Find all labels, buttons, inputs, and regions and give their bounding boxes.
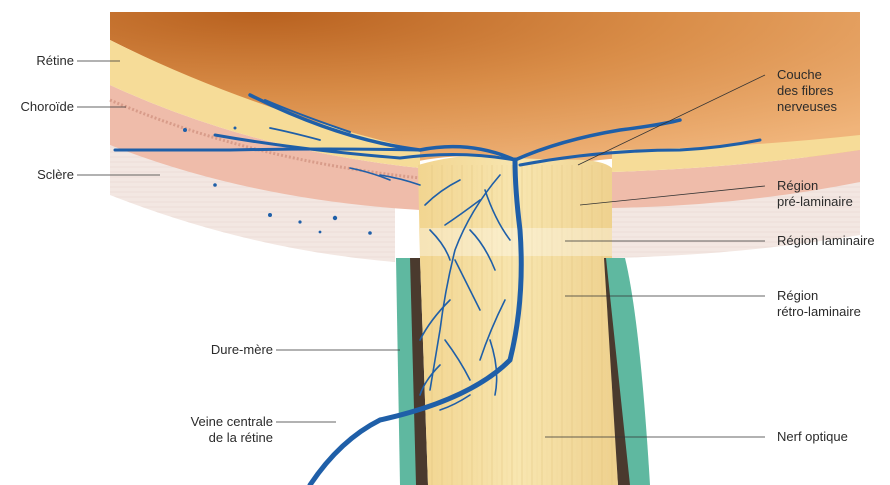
label-sclere: Sclère: [37, 167, 74, 183]
label-couche-line2: des fibres: [777, 83, 837, 99]
label-retrolaminaire: Région rétro-laminaire: [777, 288, 861, 320]
label-veine-line2: de la rétine: [191, 430, 273, 446]
label-prelam-line2: pré-laminaire: [777, 194, 853, 210]
label-retrolam-line1: Région: [777, 288, 861, 304]
label-veine-centrale: Veine centrale de la rétine: [191, 414, 273, 446]
label-nerf-optique: Nerf optique: [777, 429, 848, 445]
label-laminaire: Région laminaire: [777, 233, 875, 249]
label-retrolam-line2: rétro-laminaire: [777, 304, 861, 320]
label-couche-line3: nerveuses: [777, 99, 837, 115]
label-couche-line1: Couche: [777, 67, 837, 83]
label-dure-mere: Dure-mère: [211, 342, 273, 358]
label-retine: Rétine: [36, 53, 74, 69]
label-couche-fibres: Couche des fibres nerveuses: [777, 67, 837, 115]
lamina-cribrosa: [420, 228, 612, 256]
label-prelaminaire: Région pré-laminaire: [777, 178, 853, 210]
label-choroide: Choroïde: [21, 99, 74, 115]
label-prelam-line1: Région: [777, 178, 853, 194]
label-veine-line1: Veine centrale: [191, 414, 273, 430]
